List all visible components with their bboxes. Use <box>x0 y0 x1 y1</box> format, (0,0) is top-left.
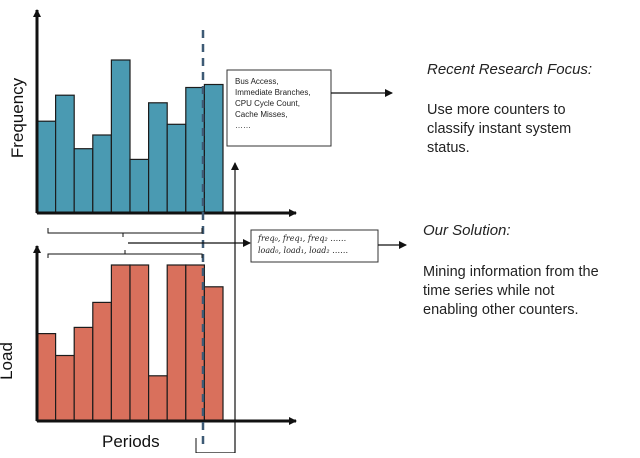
research-heading: Recent Research Focus: <box>427 61 593 78</box>
bottom-xlabel: Periods <box>102 432 160 451</box>
bottom-range-bracket <box>47 253 203 258</box>
counter-line: Bus Access, <box>235 77 279 86</box>
load-bar-6 <box>129 264 150 422</box>
formula-line-load: load₀, load₁, load₂ …… <box>258 246 349 255</box>
load-bar-1 <box>36 333 57 422</box>
research-line: status. <box>427 140 470 156</box>
frequency-bar-9 <box>185 86 206 214</box>
load-bar-3 <box>73 326 94 422</box>
load-bar-4 <box>92 301 113 422</box>
solution-heading: Our Solution: <box>423 222 511 239</box>
frequency-bar-2 <box>54 94 75 214</box>
research-body: Use more counters to classify instant sy… <box>427 101 571 158</box>
load-bar-9 <box>185 264 206 422</box>
frequency-bar-3 <box>73 148 94 214</box>
bottom-bars-group <box>36 264 224 422</box>
load-bar-10 <box>203 286 224 422</box>
frequency-bar-8 <box>166 123 187 214</box>
counter-line: …… <box>235 121 251 130</box>
counter-line: Cache Misses, <box>235 110 288 119</box>
formula-line-freq: freq₀, freq₁, freq₂ …… <box>258 234 347 243</box>
solution-line: enabling other counters. <box>423 302 579 318</box>
top-bars-group <box>36 59 224 214</box>
solution-line: time series while not <box>423 283 555 299</box>
frequency-bar-7 <box>148 102 168 214</box>
formula-box <box>250 229 379 263</box>
research-line: classify instant system <box>427 121 572 137</box>
frequency-bar-4 <box>92 134 113 214</box>
frequency-bar-6 <box>129 158 150 214</box>
research-line: Use more counters to <box>427 102 566 118</box>
solution-body: Mining information from the time series … <box>423 263 599 320</box>
counter-box-text: Bus Access, Immediate Branches, CPU Cycl… <box>235 76 330 131</box>
top-ylabel: Frequency <box>8 77 27 159</box>
counter-box <box>226 69 332 147</box>
solution-line: Mining information from the <box>423 264 599 280</box>
counter-line: Immediate Branches, <box>235 88 311 97</box>
frequency-bar-5 <box>110 59 131 214</box>
load-bar-5 <box>110 264 131 422</box>
load-bar-2 <box>54 354 75 422</box>
load-bar-8 <box>166 264 187 422</box>
formula-box-text: freq₀, freq₁, freq₂ …… load₀, load₁, loa… <box>258 233 348 257</box>
frequency-bar-10 <box>203 83 224 214</box>
counter-line: CPU Cycle Count, <box>235 99 300 108</box>
top-range-bracket <box>47 228 203 234</box>
load-bar-7 <box>148 375 168 422</box>
frequency-bar-1 <box>36 120 57 214</box>
bottom-ylabel: Load <box>0 342 16 380</box>
